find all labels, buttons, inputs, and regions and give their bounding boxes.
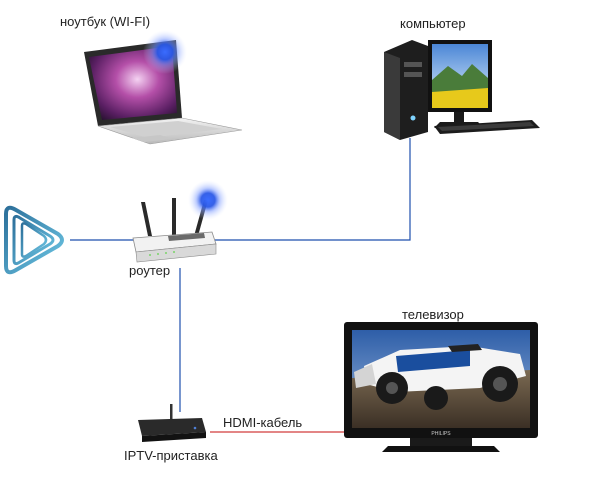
computer-label: компьютер	[400, 16, 466, 31]
hdmi-label: HDMI-кабель	[223, 415, 303, 430]
laptop-label: ноутбук (WI-FI)	[60, 14, 151, 29]
tv-label: телевизор	[402, 307, 464, 322]
router-label: роутер	[129, 263, 171, 278]
tv-brand-logo: PHILIPS	[431, 431, 451, 437]
router-computer-link	[215, 138, 411, 241]
stb-label: IPTV-приставка	[124, 448, 218, 463]
